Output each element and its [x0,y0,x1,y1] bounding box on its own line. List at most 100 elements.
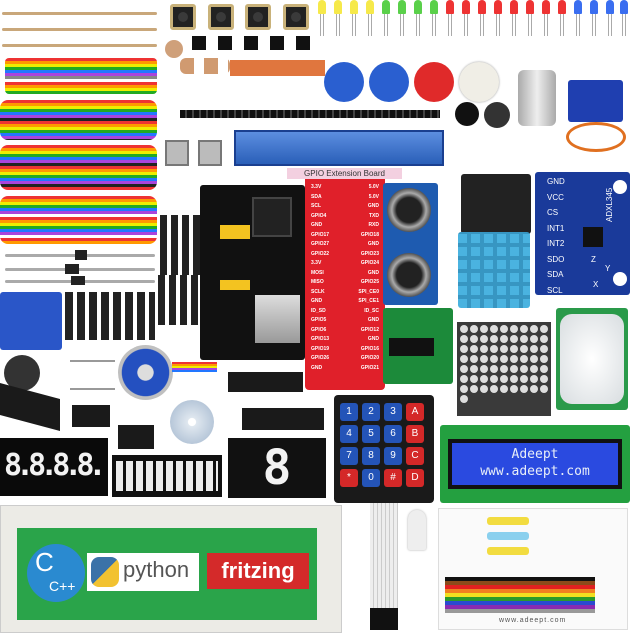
ic-chip [242,408,324,430]
breadboard: C C++ python fritzing [0,505,342,633]
pin-label: GPIO25 [360,279,379,285]
keypad-connector [370,608,398,630]
matrix-led [540,365,548,373]
matrix-led [510,385,518,393]
matrix-led [520,335,528,343]
keypad-key: 2 [362,403,380,421]
matrix-led [490,355,498,363]
diodes [5,250,155,286]
matrix-led [480,355,488,363]
dc-motor [518,70,556,126]
matrix-led [530,345,538,353]
matrix-led [500,385,508,393]
accelerometer-pin-label: SCL [547,285,563,295]
button-cap-white [459,62,499,102]
accelerometer-pin-label: GND [547,177,565,186]
matrix-led [520,375,528,383]
cpp-logo-text: C++ [49,578,76,594]
pin-label: GPIO5 [311,317,327,323]
matrix-led [470,385,478,393]
gpio-ribbon-connector [234,130,444,166]
jumper-wire-bundle [5,58,157,94]
matrix-led [460,345,468,353]
matrix-led [540,385,548,393]
ceramic-capacitors [230,60,325,76]
keypad-key: 7 [340,447,358,465]
motor-wires [172,362,217,372]
accelerometer-pin-label: CS [547,208,559,217]
single-digit-7segment-display: 8 [228,438,326,498]
ic-chip [228,372,303,392]
led-row [318,0,630,50]
matrix-led [480,385,488,393]
pin-label: GPIO4 [311,212,327,219]
accelerometer-pin-label: VCC [547,192,564,202]
pin-label: GND [367,203,379,209]
button-cap-red [414,62,454,102]
matrix-led [520,355,528,363]
matrix-led [470,365,478,373]
keypad-key: 0 [362,469,380,487]
resistor-strips [2,2,157,50]
joystick-module [0,355,62,432]
led-bar-graph [112,455,222,497]
display-digit: 8 [262,440,292,496]
matrix-led [470,325,478,333]
potentiometer [165,40,183,58]
keypad-ribbon-cable [370,503,398,608]
color-chart [445,577,595,613]
button-cap-blue [324,62,364,102]
fritzing-logo: fritzing [207,553,309,589]
matrix-led [470,375,478,383]
pin-label: TXD [369,212,379,219]
matrix-led [490,325,498,333]
pin-label: GPIO21 [360,364,379,371]
push-button [208,4,234,30]
pin-label: GND [367,317,379,323]
matrix-led [530,385,538,393]
axis-x: X [593,280,599,289]
keypad-key: 5 [362,425,380,443]
matrix-led [540,345,548,353]
stepper-driver-board [383,308,453,384]
accelerometer-pin-label: INT1 [547,223,565,233]
matrix-led [520,345,528,353]
keypad-key: D [406,469,424,487]
matrix-led [460,365,468,373]
display-digits: 8.8.8.8. [4,448,106,483]
keypad-key: C [406,447,424,465]
matrix-led [480,325,488,333]
matrix-led [500,375,508,383]
resistor-color-code-card: www.adeept.com [438,508,628,630]
button-cap-blue [369,62,409,102]
accelerometer-pin-label: SDA [547,270,564,279]
pin-label: MOSI [311,269,324,276]
board-title: GPIO Extension Board [287,168,402,179]
pin-label: GND [367,269,379,276]
matrix-led [510,345,518,353]
pin-label: GPIO19 [311,345,330,352]
pin-label: GPIO22 [311,250,330,257]
matrix-led [490,345,498,353]
matrix-led [530,355,538,363]
matrix-led [540,325,548,333]
pir-motion-sensor [556,308,628,410]
matrix-led [510,325,518,333]
keypad-key: # [384,469,402,487]
push-button [245,4,271,30]
keypad-key: 3 [384,403,402,421]
pin-label: GPIO17 [311,231,330,238]
matrix-led [540,335,548,343]
four-digit-7segment-display: 8.8.8.8. [0,438,108,496]
matrix-led [520,385,528,393]
relay [0,292,62,350]
servo-wire [566,122,626,152]
ic-chip [72,405,110,427]
c-logo-text: C [35,547,54,577]
pin-header-strip [180,110,440,118]
pin-label: GND [311,222,323,228]
